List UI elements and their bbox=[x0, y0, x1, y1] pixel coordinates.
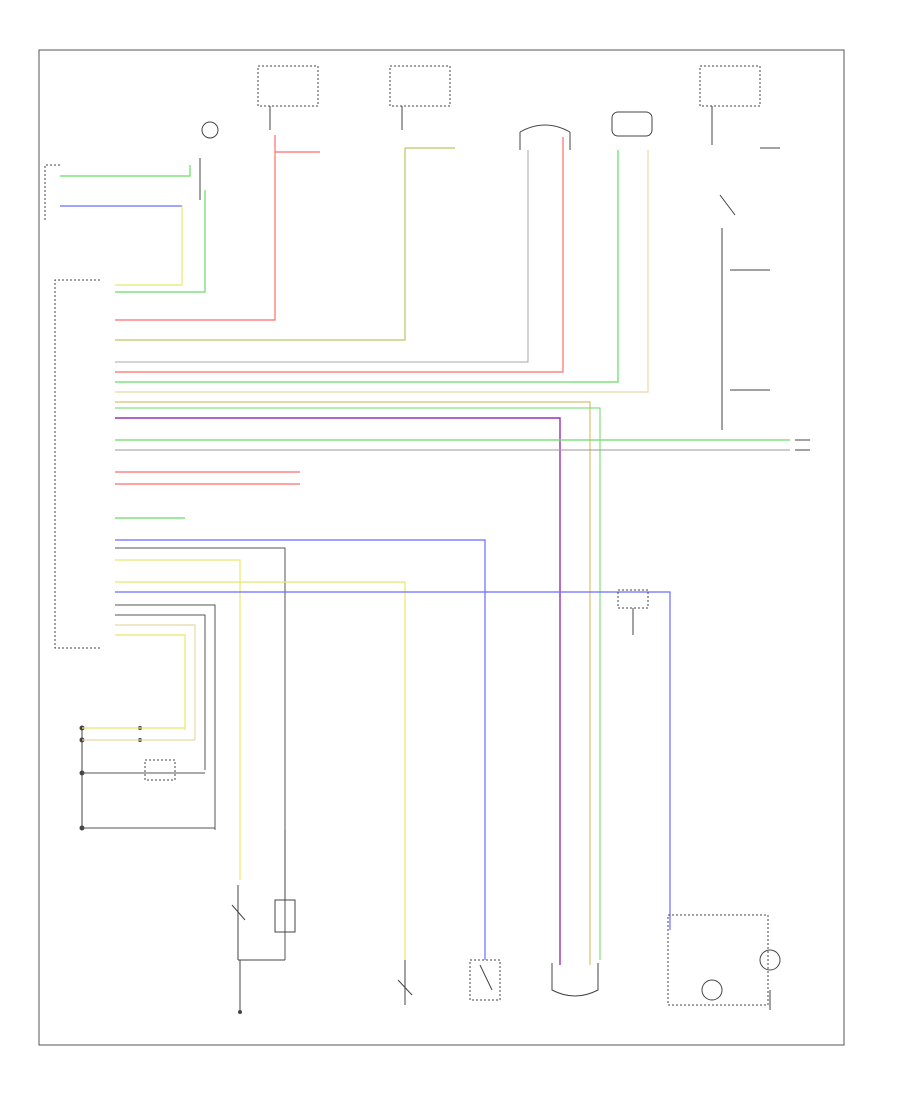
bottom-sensor-right bbox=[667, 914, 781, 1010]
wire-harness bbox=[60, 135, 790, 965]
bottom-switch-center bbox=[469, 959, 501, 1001]
transmission-range-switch-a bbox=[519, 124, 571, 150]
bottom-switch-center-left bbox=[397, 960, 413, 1005]
transmission-switch-outline bbox=[44, 164, 60, 220]
transmission-range-switch-b bbox=[611, 111, 653, 137]
bottom-resistor bbox=[274, 830, 296, 933]
fuse-block-2 bbox=[389, 65, 451, 130]
bottom-switch-left bbox=[231, 885, 285, 1014]
lower-left-connectors bbox=[79, 725, 215, 831]
control-module-outline bbox=[54, 279, 100, 649]
sensor-top-center bbox=[199, 121, 219, 200]
diagram-border bbox=[38, 49, 845, 1046]
relay-block-right bbox=[699, 65, 761, 430]
bottom-solenoid bbox=[551, 963, 599, 997]
mid-right-ground bbox=[617, 589, 649, 635]
fuse-block-1 bbox=[257, 65, 319, 130]
